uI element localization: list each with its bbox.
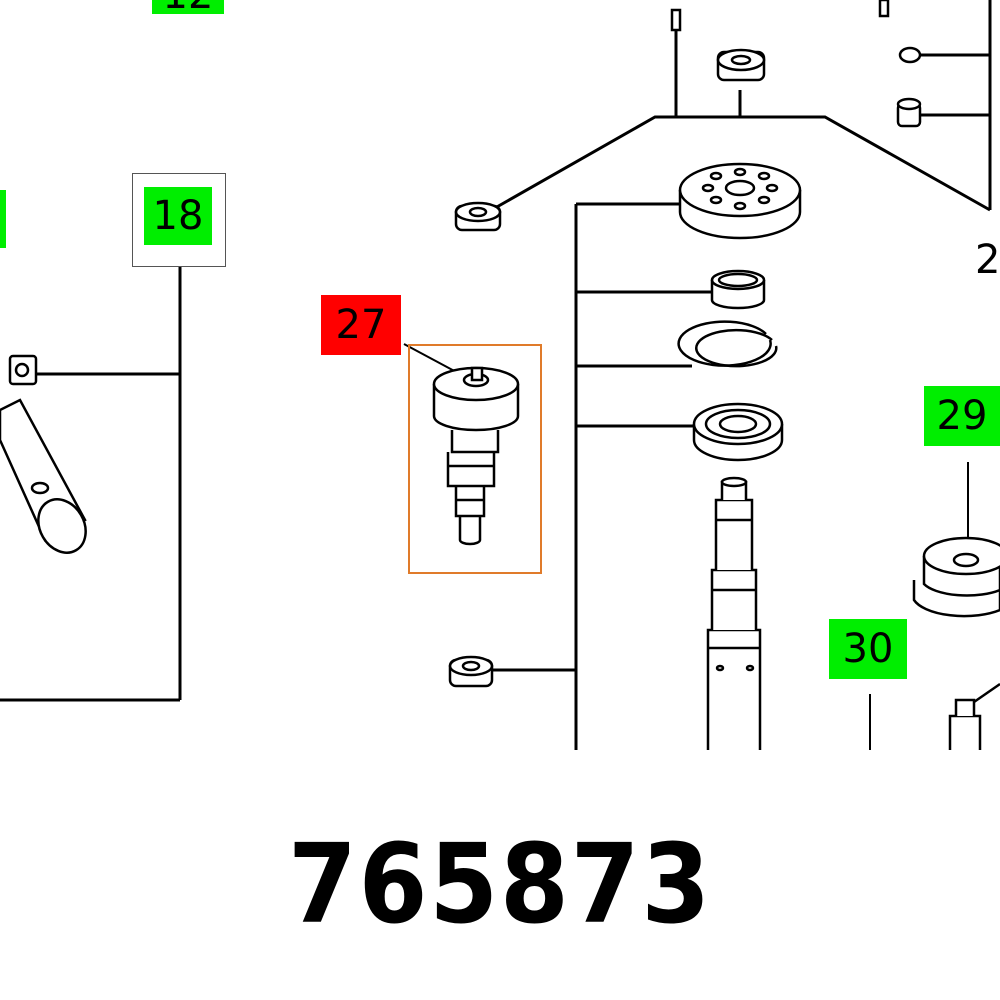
right-washer bbox=[898, 46, 922, 64]
main-ball-bearing bbox=[692, 402, 784, 462]
exploded-parts-diagram: 12 18 27 29 30 2 bbox=[0, 0, 1000, 750]
main-shaft bbox=[706, 476, 762, 750]
part-number: 765873 bbox=[287, 820, 713, 948]
post-part-30 bbox=[948, 682, 1000, 750]
spindle-part-27 bbox=[432, 366, 520, 546]
sleeve-bushing bbox=[710, 269, 766, 310]
selected-part-frame bbox=[408, 344, 542, 574]
callout-29[interactable]: 29 bbox=[924, 386, 1000, 446]
perforated-disc bbox=[678, 162, 802, 240]
left-ball-bearing bbox=[454, 201, 502, 232]
right-small-sleeve bbox=[896, 97, 922, 128]
callout-18-frame bbox=[132, 173, 226, 267]
top-pin bbox=[670, 8, 682, 32]
tube-part-18 bbox=[0, 398, 87, 554]
leader-line-27 bbox=[403, 343, 461, 375]
square-nut bbox=[8, 354, 38, 386]
cap-part-29 bbox=[912, 536, 1000, 618]
callout-18[interactable]: 18 bbox=[144, 187, 212, 245]
right-top-pin bbox=[878, 0, 890, 18]
callout-12-partial[interactable]: 12 bbox=[152, 0, 224, 18]
top-ball-bearing bbox=[716, 48, 766, 82]
callout-27[interactable]: 27 bbox=[321, 295, 401, 355]
lower-ball-bearing bbox=[448, 655, 494, 688]
callout-30[interactable]: 30 bbox=[829, 619, 907, 679]
parts-drawing bbox=[0, 0, 1000, 750]
callout-partial-left[interactable] bbox=[0, 190, 6, 248]
callout-partial-right[interactable]: 2 bbox=[975, 237, 1000, 283]
circlip-ring bbox=[677, 320, 778, 368]
